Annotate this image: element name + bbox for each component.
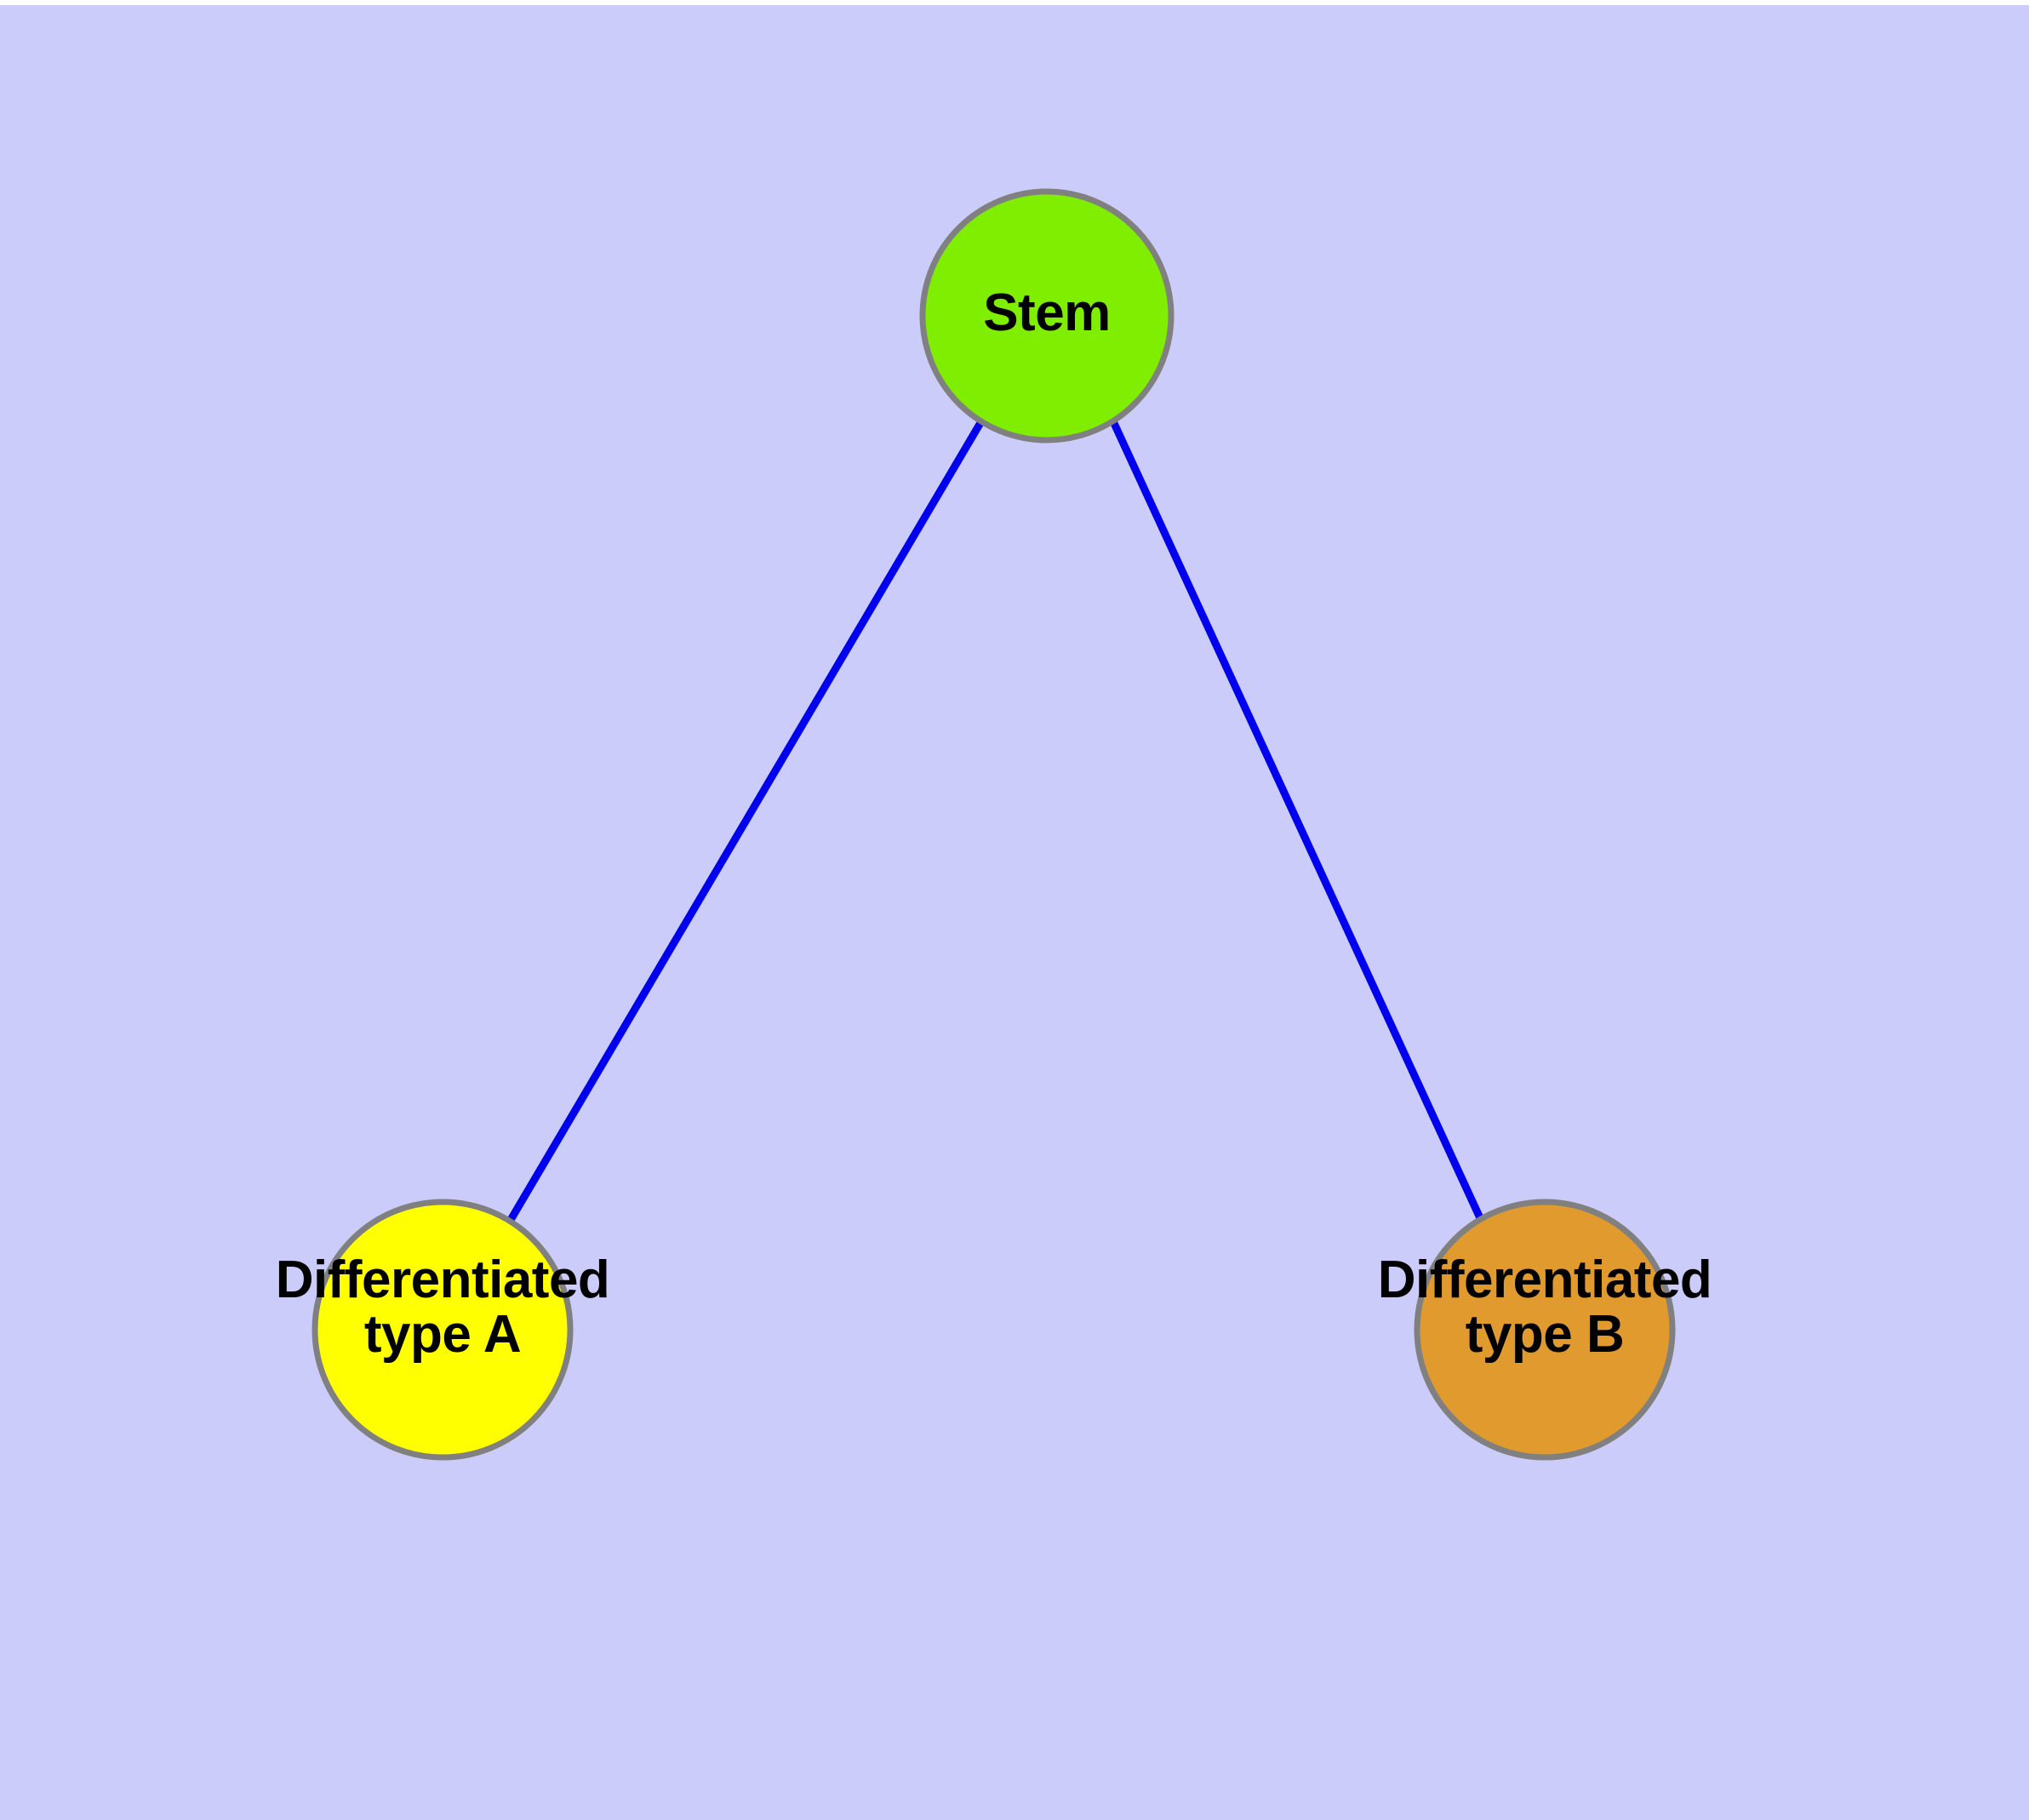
graph-node-diff_a[interactable] <box>311 1199 574 1461</box>
graph-node-diff_b[interactable] <box>1414 1199 1676 1461</box>
graph-edge-stem-diff_b[interactable] <box>1109 420 1485 1222</box>
graph-node-stem[interactable] <box>919 188 1175 444</box>
nodes-group <box>311 188 1676 1461</box>
edges-group <box>507 419 1485 1222</box>
graph-edge-stem-diff_a[interactable] <box>507 419 985 1222</box>
